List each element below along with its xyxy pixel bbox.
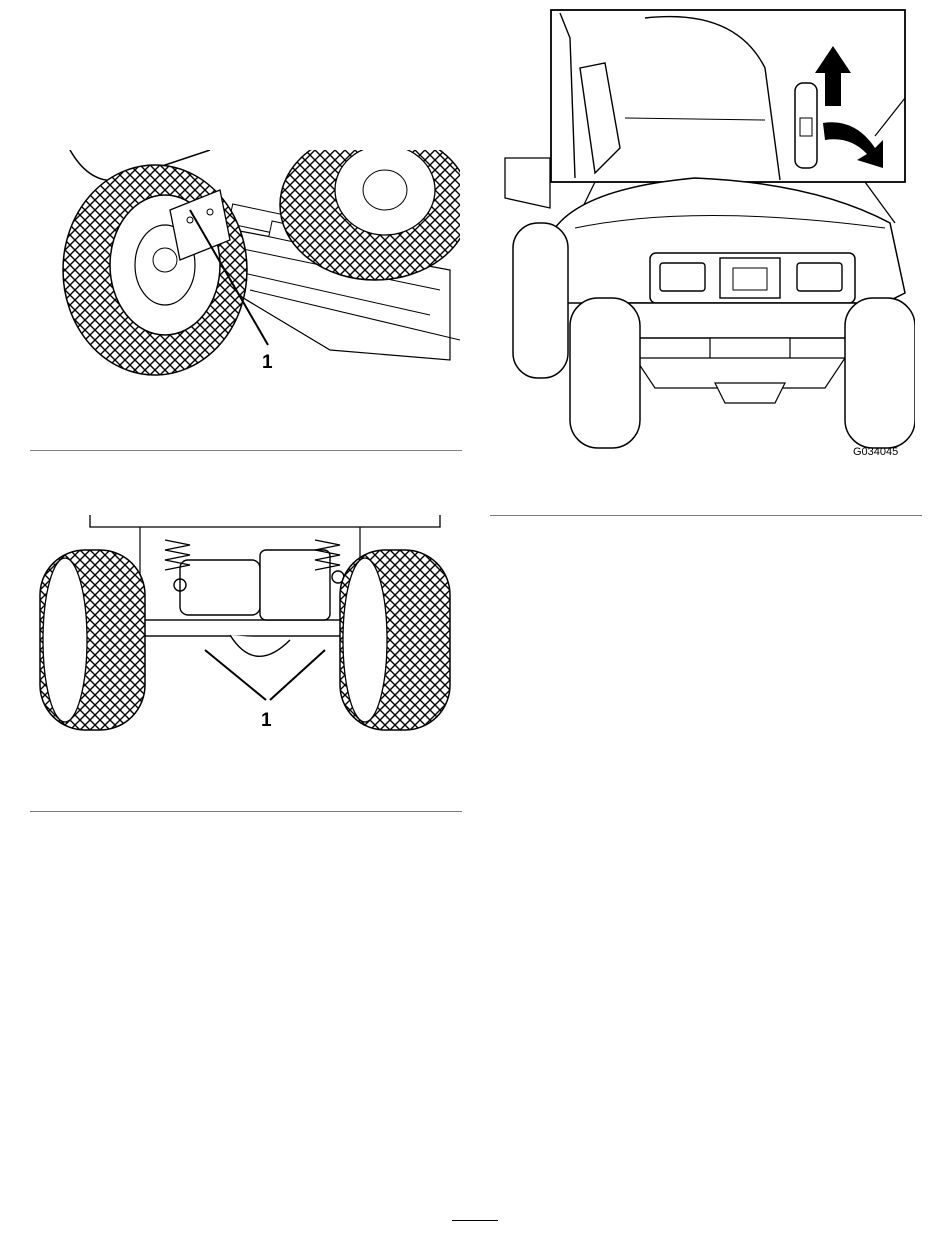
- page-footer-line: [452, 1220, 498, 1221]
- figure-rear-axle-rear-view: 1: [30, 515, 460, 735]
- figure-code: G034045: [853, 446, 898, 458]
- rear-axle-rear-illustration: [30, 515, 460, 735]
- figure-hood-release: G034045: [495, 8, 915, 458]
- rear-axle-illustration: [30, 150, 460, 380]
- section-divider: [30, 811, 462, 812]
- section-divider: [490, 515, 922, 516]
- hood-release-illustration: [495, 8, 915, 458]
- callout-label: 1: [262, 353, 273, 372]
- callout-label: 1: [261, 711, 272, 730]
- section-divider: [30, 450, 462, 451]
- figure-rear-axle-angled: 1: [30, 150, 460, 380]
